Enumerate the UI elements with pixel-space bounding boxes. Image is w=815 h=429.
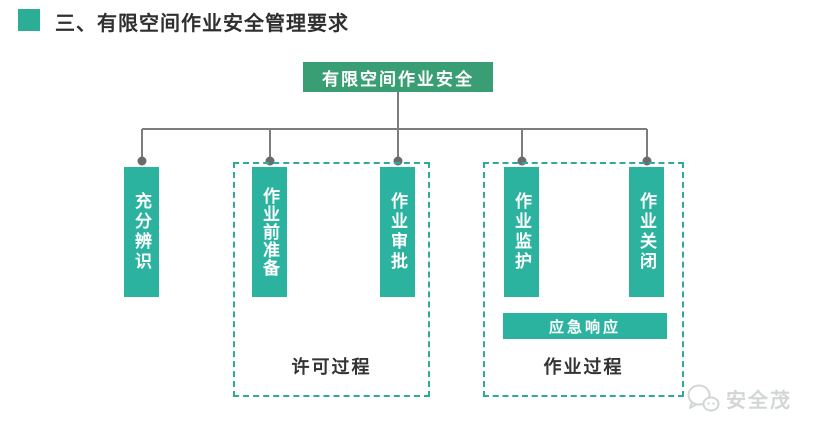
node-branch-approval: 作业审批 <box>380 167 415 297</box>
node-branch-identify: 充分辨识 <box>124 167 159 297</box>
node-branch-closure: 作业关闭 <box>629 167 664 297</box>
group-operation-process: 作业过程 <box>483 162 684 397</box>
watermark-text: 安全茂 <box>726 389 792 412</box>
node-branch-supervision: 作业监护 <box>504 167 539 297</box>
group-permit-process: 许可过程 <box>233 162 430 397</box>
watermark: 安全茂 <box>686 383 792 413</box>
node-emergency-response: 应急响应 <box>503 313 667 339</box>
page-title: 三、有限空间作业安全管理要求 <box>55 13 349 35</box>
title-bullet-square <box>18 9 40 31</box>
chat-bubbles-icon <box>687 384 720 412</box>
connector-dot <box>137 156 147 166</box>
page-header: 三、有限空间作业安全管理要求 <box>0 0 815 42</box>
group-label: 许可过程 <box>291 357 372 377</box>
node-root: 有限空间作业安全 <box>303 62 493 92</box>
node-branch-preparation: 作业前准备 <box>252 167 287 297</box>
group-label: 作业过程 <box>543 357 624 377</box>
